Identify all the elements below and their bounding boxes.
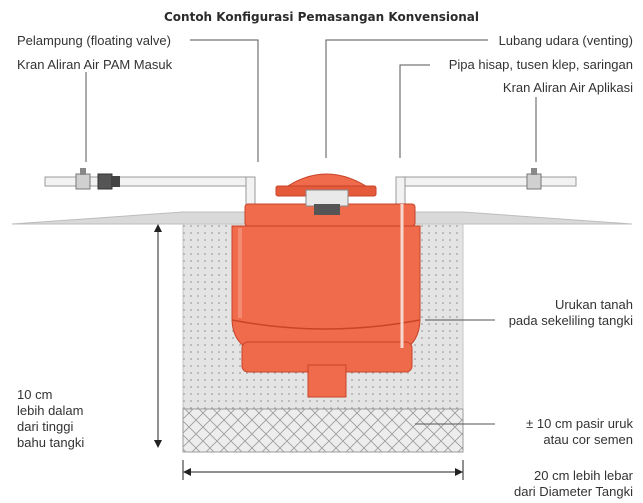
label-vent: Lubang udara (venting)	[498, 33, 633, 48]
label-suction-pipe: Pipa hisap, tusen klep, saringan	[448, 57, 633, 72]
label-depth-line1: 10 cm	[17, 387, 53, 402]
outlet-pipe	[395, 176, 577, 187]
label-width-line2: dari Diameter Tangki	[514, 484, 633, 499]
application-valve-icon	[526, 168, 542, 190]
label-backfill-line2: pada sekeliling tangki	[508, 313, 633, 328]
pam-inlet-valve-icon	[75, 168, 120, 190]
label-depth-line4: bahu tangki	[17, 435, 85, 450]
label-base-line1: ± 10 cm pasir uruk	[526, 416, 633, 431]
diagram-title: Contoh Konfigurasi Pemasangan Konvension…	[163, 10, 479, 24]
label-depth-line2: lebih dalam	[17, 403, 84, 418]
label-float-valve: Pelampung (floating valve)	[17, 33, 171, 48]
sand-base-hatch	[183, 409, 463, 452]
label-app-valve: Kran Aliran Air Aplikasi	[502, 80, 633, 95]
label-width-line1: 20 cm lebih lebar	[534, 468, 633, 483]
water-tank	[231, 173, 421, 398]
label-backfill-line1: Urukan tanah	[554, 297, 633, 312]
label-base-line2: atau cor semen	[543, 432, 633, 447]
label-depth-line3: dari tinggi	[17, 419, 74, 434]
leader-lines	[85, 39, 537, 425]
label-pam-inlet: Kran Aliran Air PAM Masuk	[17, 57, 173, 72]
